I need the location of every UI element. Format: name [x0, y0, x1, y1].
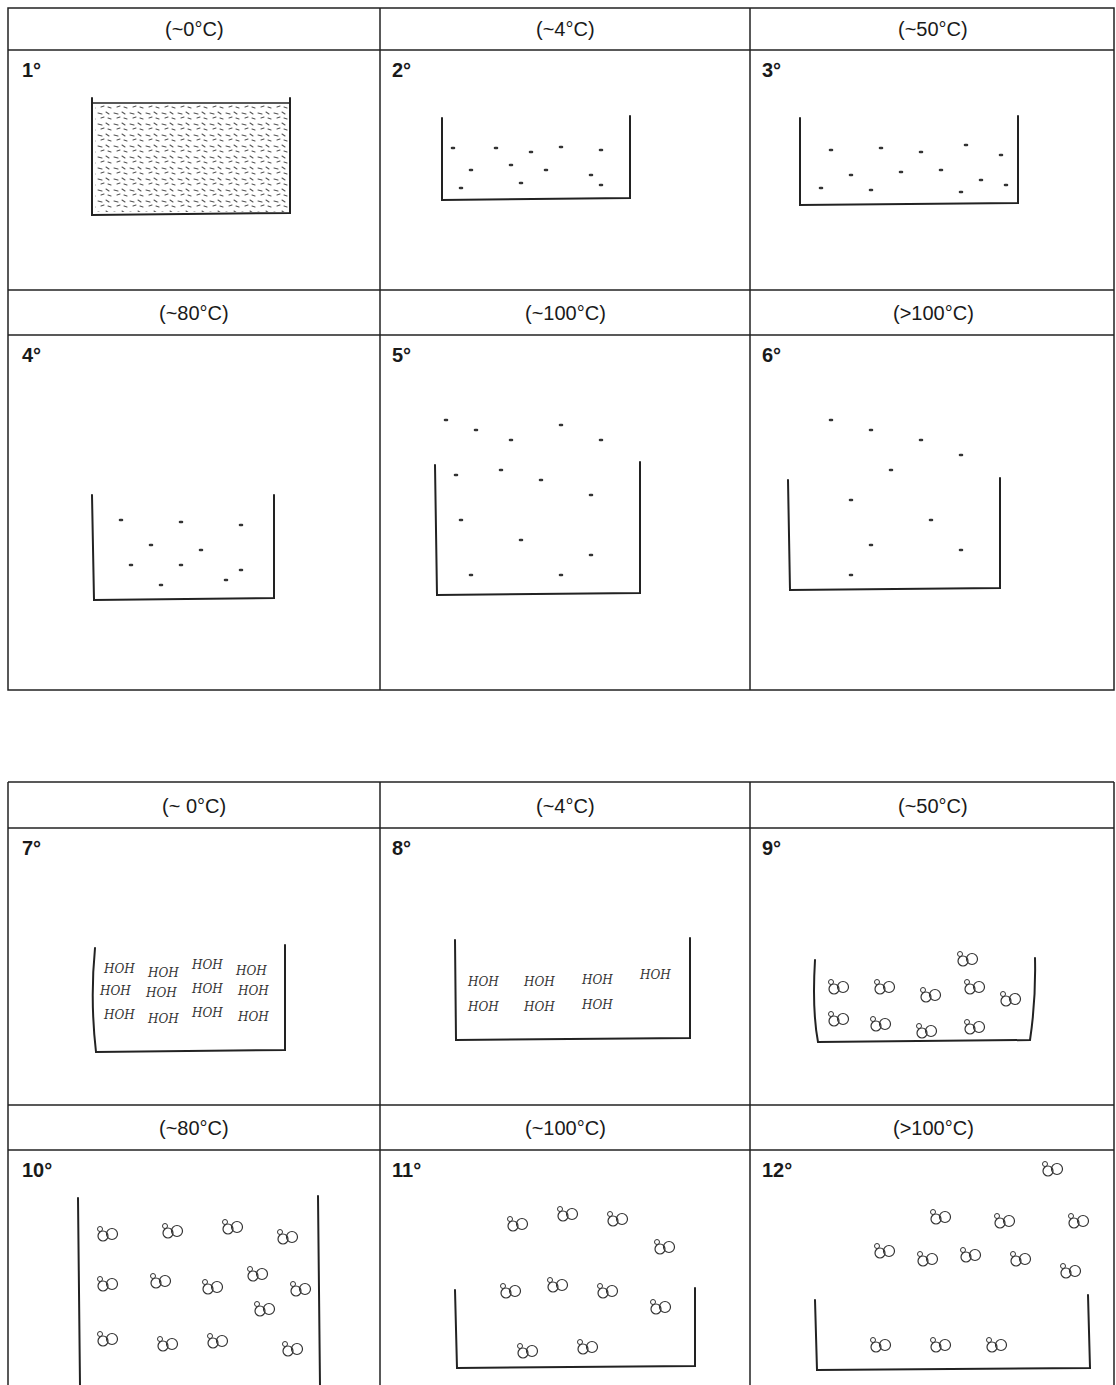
panel-number: 10°: [22, 1158, 52, 1182]
molecule-label: HOH: [148, 966, 179, 980]
panel-number: 5°: [392, 343, 411, 367]
column-header: (>100°C): [893, 1116, 974, 1140]
panel-number: 12°: [762, 1158, 792, 1182]
molecule-label: HOH: [524, 975, 555, 989]
column-header: (~80°C): [159, 301, 229, 325]
molecule-label: HOH: [104, 962, 135, 976]
table-grid: [8, 782, 1114, 1385]
column-header: (~100°C): [525, 301, 606, 325]
molecule-label: HOH: [236, 964, 267, 978]
column-header: (~80°C): [159, 1116, 229, 1140]
molecule-label: HOH: [582, 973, 613, 987]
molecule-label: HOH: [468, 1000, 499, 1014]
panel-number: 2°: [392, 58, 411, 82]
column-header: (~ 0°C): [162, 794, 226, 818]
beaker: [78, 98, 1090, 1385]
panel-number: 11°: [392, 1158, 421, 1182]
molecule-label: HOH: [104, 1008, 135, 1022]
column-header: (~4°C): [536, 17, 595, 41]
ice-texture: [95, 104, 288, 212]
molecule-label: HOH: [238, 984, 269, 998]
column-header: (~50°C): [898, 794, 968, 818]
panel-number: 3°: [762, 58, 781, 82]
molecule-label: HOH: [192, 958, 223, 972]
molecule-label: HOH: [468, 975, 499, 989]
panel-number: 1°: [22, 58, 41, 82]
molecule-label: HOH: [146, 986, 177, 1000]
table-grid: [8, 8, 1114, 690]
ice-surface: [92, 102, 290, 104]
molecule-label: HOH: [238, 1010, 269, 1024]
molecule-label: HOH: [640, 968, 671, 982]
column-header: (~50°C): [898, 17, 968, 41]
water-molecule: [98, 952, 1089, 1359]
column-header: (~100°C): [525, 1116, 606, 1140]
molecule-label: HOH: [148, 1012, 179, 1026]
panel-number: 8°: [392, 836, 411, 860]
molecule-label: HOH: [192, 982, 223, 996]
panel-number: 6°: [762, 343, 781, 367]
panel-number: 7°: [22, 836, 41, 860]
column-header: (>100°C): [893, 301, 974, 325]
panel-number: 4°: [22, 343, 41, 367]
molecule-label: HOH: [524, 1000, 555, 1014]
molecule-label: HOH: [582, 998, 613, 1012]
column-header: (~4°C): [536, 794, 595, 818]
molecule-label: HOH: [100, 984, 131, 998]
panel-number: 9°: [762, 836, 781, 860]
column-header: (~0°C): [165, 17, 224, 41]
particle-dots: [120, 145, 1007, 585]
molecule-label: HOH: [192, 1006, 223, 1020]
